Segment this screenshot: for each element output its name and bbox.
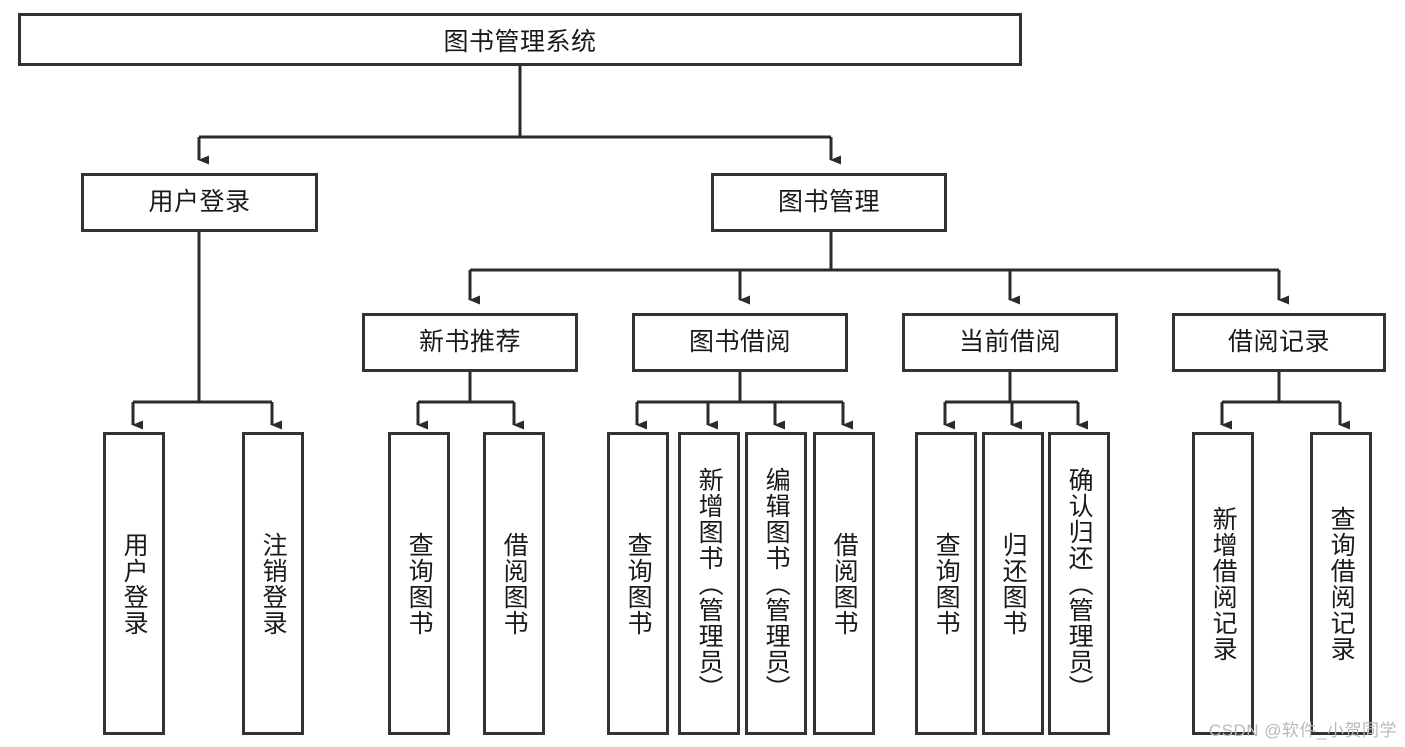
- node-label: 借阅图书: [830, 531, 859, 636]
- node-label: 查询图书: [932, 531, 961, 636]
- node-label: 归还图书: [999, 531, 1028, 636]
- node-label: 新书推荐: [418, 328, 521, 357]
- node-label: 确认归还（管理员）: [1065, 466, 1094, 701]
- node-root-book-management-system[interactable]: 图书管理系统: [18, 13, 1022, 66]
- node-label: 图书借阅: [688, 328, 791, 357]
- node-book-borrow[interactable]: 图书借阅: [632, 313, 848, 372]
- leaf-recommend-query-book[interactable]: 查询图书: [388, 432, 450, 735]
- node-label: 图书管理系统: [443, 27, 597, 56]
- node-label: 查询图书: [624, 531, 653, 636]
- node-label: 用户登录: [120, 531, 149, 636]
- leaf-current-confirm-return-admin[interactable]: 确认归还（管理员）: [1048, 432, 1110, 735]
- node-label: 查询借阅记录: [1327, 505, 1356, 662]
- leaf-borrow-borrow-book[interactable]: 借阅图书: [813, 432, 875, 735]
- node-label: 新增图书（管理员）: [695, 466, 724, 701]
- node-new-book-recommendation[interactable]: 新书推荐: [362, 313, 578, 372]
- node-label: 当前借阅: [958, 328, 1061, 357]
- node-label: 用户登录: [148, 188, 251, 217]
- node-label: 查询图书: [405, 531, 434, 636]
- node-book-management[interactable]: 图书管理: [711, 173, 947, 232]
- leaf-borrow-query-book[interactable]: 查询图书: [607, 432, 669, 735]
- node-label: 借阅记录: [1227, 328, 1330, 357]
- node-user-login[interactable]: 用户登录: [81, 173, 318, 232]
- node-label: 新增借阅记录: [1209, 505, 1238, 662]
- node-label: 图书管理: [777, 188, 880, 217]
- csdn-watermark: CSDN @软件_小贺同学: [1208, 721, 1397, 740]
- leaf-user-logout[interactable]: 注销登录: [242, 432, 304, 735]
- leaf-current-return-book[interactable]: 归还图书: [982, 432, 1044, 735]
- node-label: 编辑图书（管理员）: [762, 466, 791, 701]
- node-label: 注销登录: [259, 531, 288, 636]
- node-label: 借阅图书: [500, 531, 529, 636]
- leaf-borrow-add-book-admin[interactable]: 新增图书（管理员）: [678, 432, 740, 735]
- leaf-borrow-edit-book-admin[interactable]: 编辑图书（管理员）: [745, 432, 807, 735]
- leaf-user-login[interactable]: 用户登录: [103, 432, 165, 735]
- leaf-recommend-borrow-book[interactable]: 借阅图书: [483, 432, 545, 735]
- node-current-borrow[interactable]: 当前借阅: [902, 313, 1118, 372]
- leaf-record-search[interactable]: 查询借阅记录: [1310, 432, 1372, 735]
- leaf-current-query-book[interactable]: 查询图书: [915, 432, 977, 735]
- leaf-record-add[interactable]: 新增借阅记录: [1192, 432, 1254, 735]
- node-borrow-record[interactable]: 借阅记录: [1172, 313, 1386, 372]
